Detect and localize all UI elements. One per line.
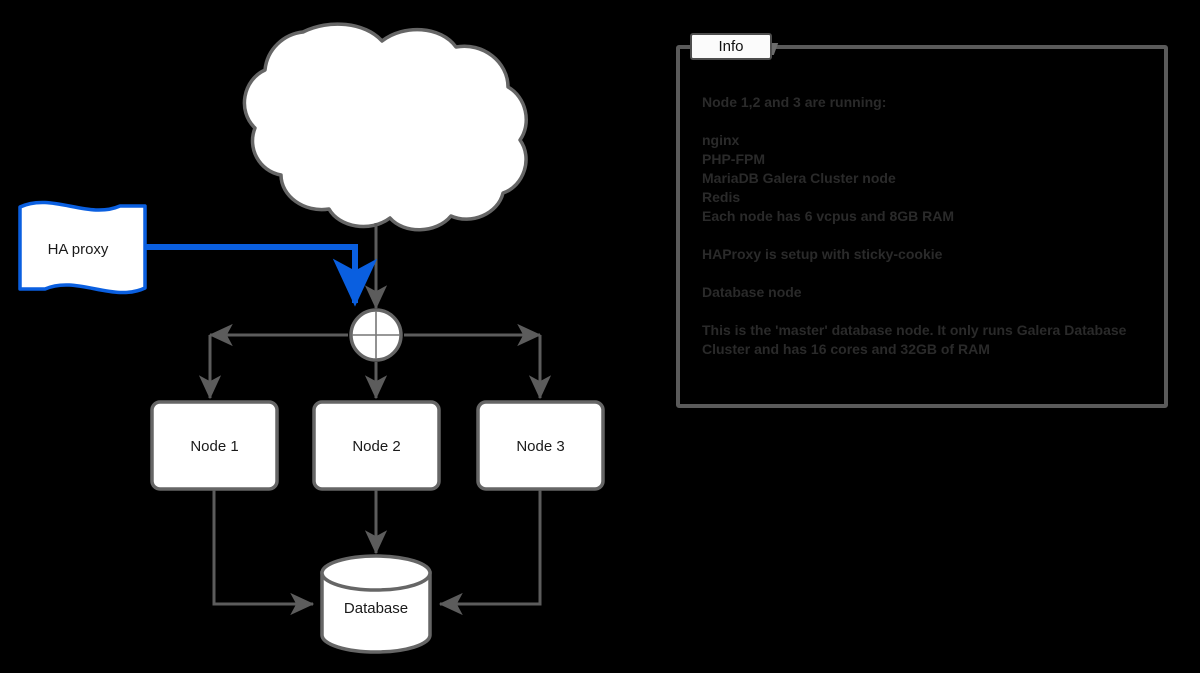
info-proxy-note: HAProxy is setup with sticky-cookie (702, 246, 943, 262)
info-service-item: PHP-FPM (702, 151, 765, 167)
node-box-1-label: Node 1 (190, 438, 238, 455)
info-database-heading: Database node (702, 284, 802, 300)
node-box-3-label: Node 3 (516, 438, 564, 455)
ha-proxy-label: HA proxy (48, 241, 109, 258)
info-panel-body: Node 1,2 and 3 are running: nginx PHP-FP… (702, 93, 1150, 359)
database-cylinder[interactable]: Database (320, 554, 432, 654)
edge-node3-to-database (438, 490, 542, 616)
node-box-1[interactable]: Node 1 (150, 400, 279, 491)
info-services-list: nginx PHP-FPM MariaDB Galera Cluster nod… (702, 131, 1150, 226)
info-database-note: This is the 'master' database node. It o… (702, 321, 1150, 359)
node-box-3[interactable]: Node 3 (476, 400, 605, 491)
edge-haproxy-to-hub (146, 244, 378, 307)
node-box-2-label: Node 2 (352, 438, 400, 455)
info-database-note-line-2: Cluster and has 16 cores and 32GB of RAM (702, 341, 990, 357)
info-service-item: Each node has 6 vcpus and 8GB RAM (702, 208, 955, 224)
info-service-item: Redis (702, 189, 741, 205)
database-label: Database (344, 600, 408, 617)
info-service-item: MariaDB Galera Cluster node (702, 170, 896, 186)
info-tab[interactable]: Info (690, 33, 772, 60)
node-box-2[interactable]: Node 2 (312, 400, 441, 491)
info-service-item: nginx (702, 132, 740, 148)
hub-crosshair-node[interactable] (349, 308, 403, 362)
cloud-shape (242, 22, 528, 232)
info-panel: Info Node 1,2 and 3 are running: nginx P… (676, 33, 1168, 408)
info-heading: Node 1,2 and 3 are running: (702, 94, 887, 110)
ha-proxy-shape[interactable]: HA proxy (18, 200, 147, 295)
edge-node1-to-database (212, 490, 315, 616)
info-database-note-line-1: This is the 'master' database node. It o… (702, 322, 1127, 338)
